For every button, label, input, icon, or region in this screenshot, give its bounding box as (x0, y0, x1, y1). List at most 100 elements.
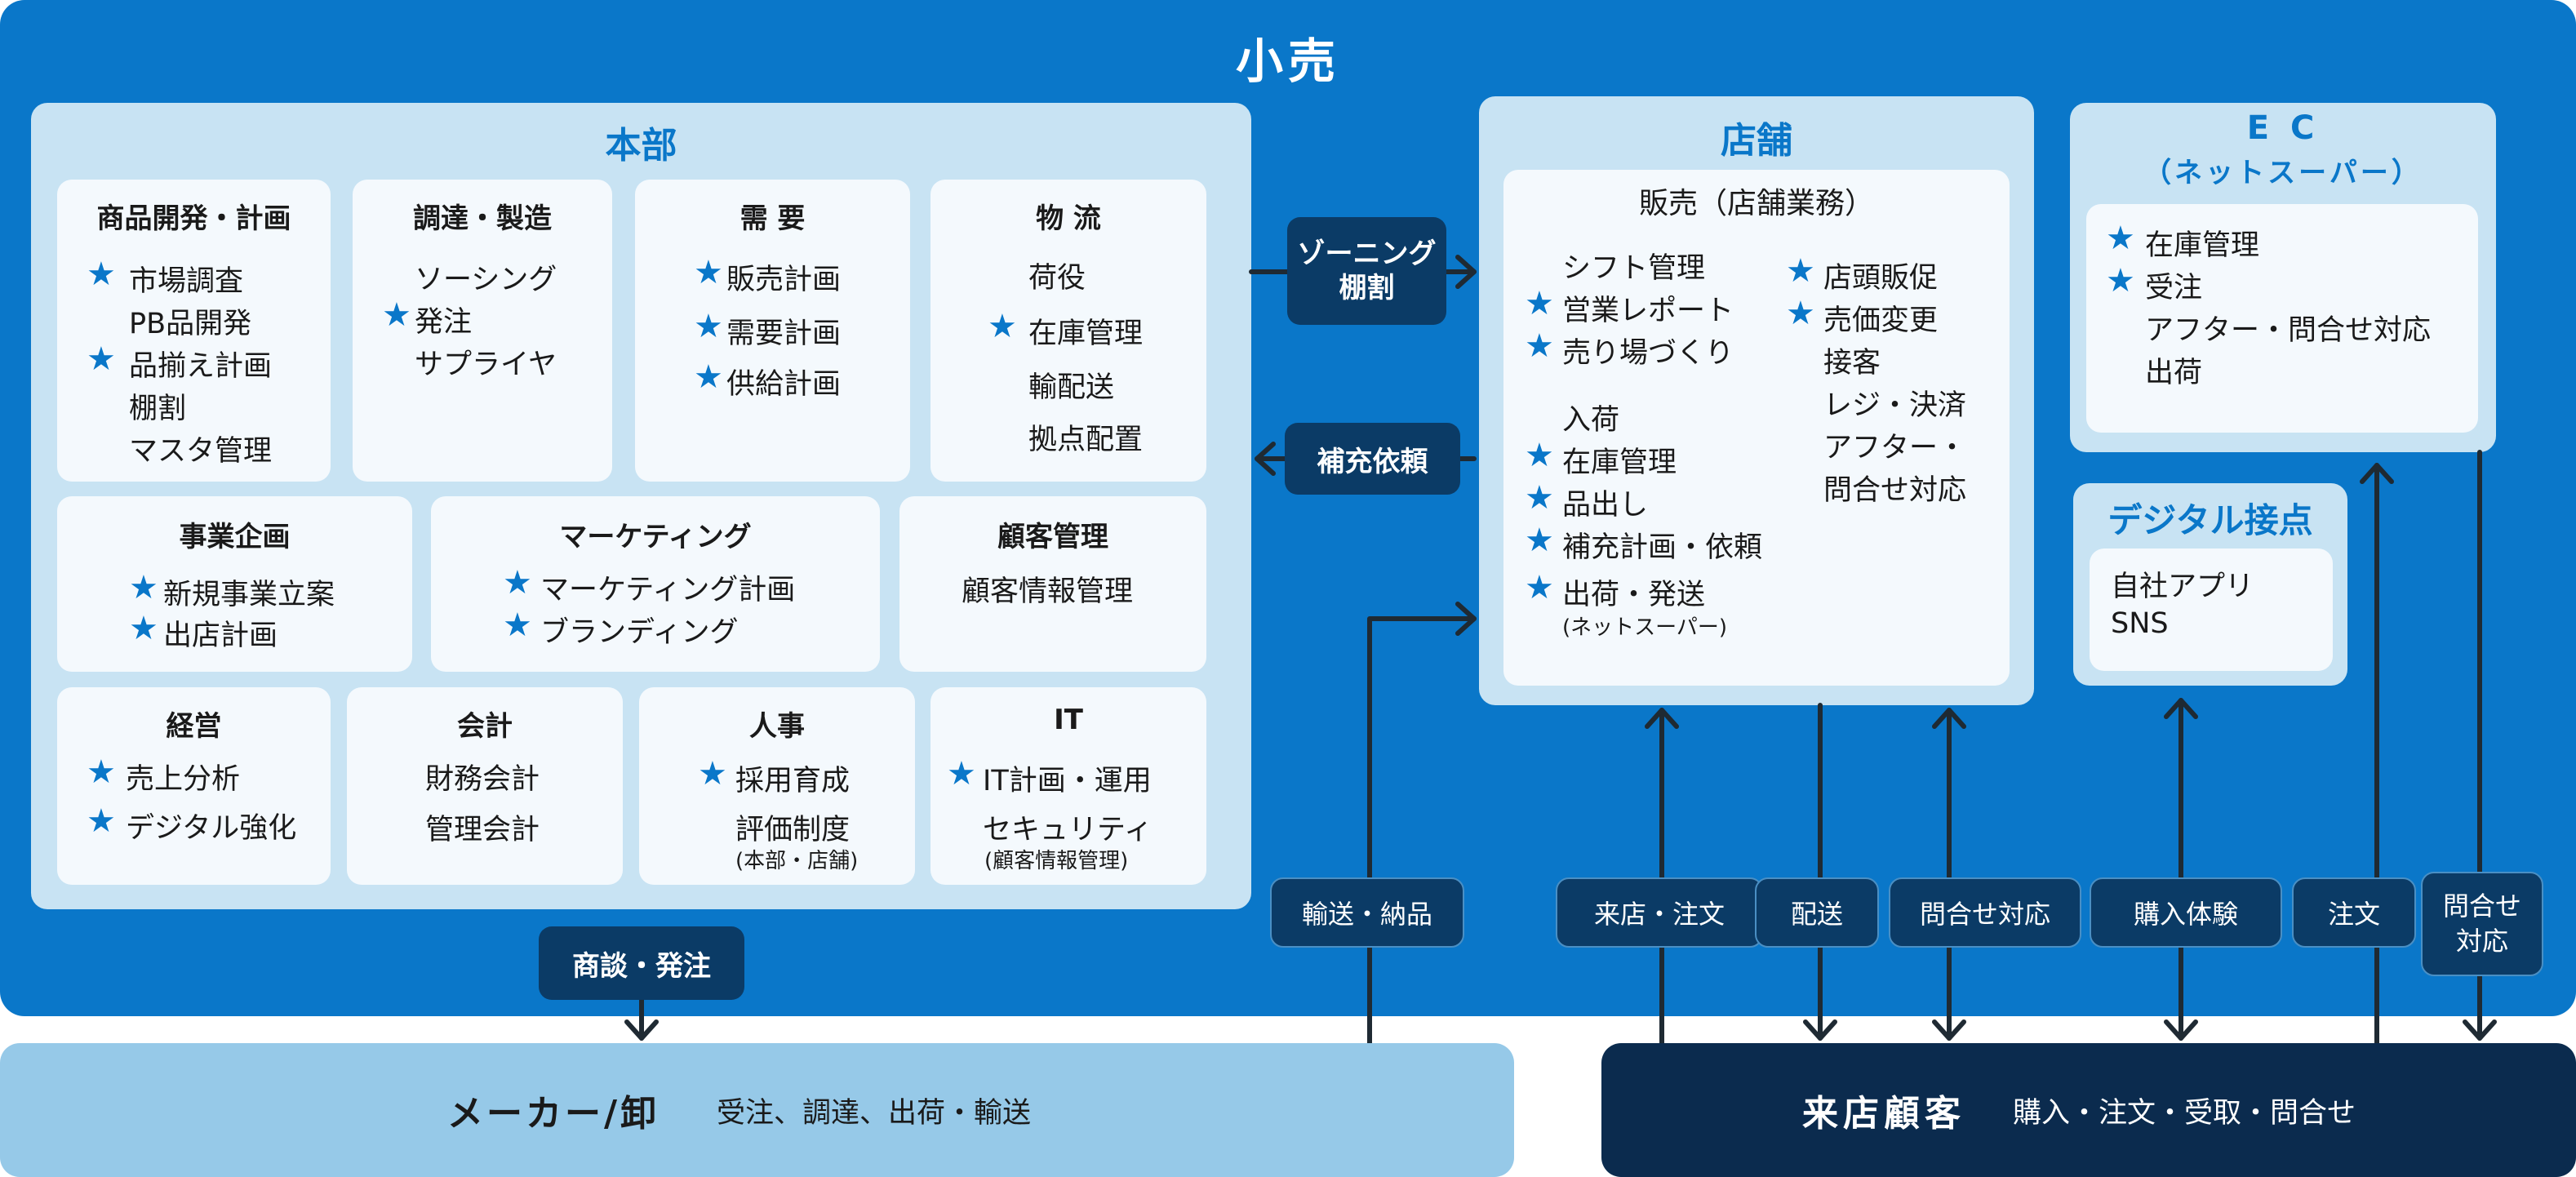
star-icon: ★ (694, 308, 723, 345)
visit-order-tag: 来店・注文 (1556, 877, 1763, 948)
headquarters-title: 本部 (605, 125, 677, 167)
star-icon: ★ (382, 296, 411, 334)
card-title: 事業企画 (179, 521, 291, 553)
star-icon: ★ (1786, 252, 1815, 290)
star-icon: ★ (698, 755, 727, 793)
tag-line: 棚割 (1339, 272, 1395, 304)
retail-title: 小売 (1235, 33, 1340, 89)
purchase-experience-tag: 購入体験 (2090, 877, 2282, 948)
card-title: 需 要 (739, 202, 806, 235)
list-item: マーケティング計画 (540, 574, 796, 606)
list-item: 販売計画 (726, 264, 842, 296)
ec-card: ★ 在庫管理 ★ 受注 アフター・問合せ対応 出荷 (2086, 204, 2478, 433)
card-title: 調達・製造 (413, 202, 552, 235)
transport-tag: 輸送・納品 (1270, 877, 1464, 948)
list-item: 入荷 (1562, 404, 1620, 437)
list-item: 出荷・発送 (1562, 579, 1706, 611)
card-accounting: 会計 財務会計 管理会計 (347, 687, 623, 885)
inquiry-tag: 問合せ 対応 (2421, 872, 2543, 976)
digital-title: デジタル接点 (2107, 500, 2313, 540)
card-title: マーケティング (559, 521, 752, 553)
store-subtitle: 販売（店舗業務） (1638, 187, 1874, 220)
list-item: シフト管理 (1562, 252, 1706, 285)
list-item: SNS (2111, 607, 2169, 640)
card-hr: 人事 ★ 採用育成 評価制度 (本部・店舗) (639, 687, 915, 885)
maker-desc: 受注、調達、出荷・輸送 (717, 1096, 1032, 1130)
card-marketing: マーケティング ★ マーケティング計画 ★ ブランディング (431, 496, 880, 672)
star-icon: ★ (87, 753, 116, 791)
ec-title: E C (2246, 109, 2320, 147)
store-sales-card: 販売（店舗業務） シフト管理 ★ 営業レポート ★ 売り場づくり 入荷 ★ 在庫… (1503, 170, 2010, 686)
list-item: ブランディング (540, 616, 739, 649)
tag-line: ゾーニング (1297, 237, 1437, 270)
star-icon: ★ (1525, 569, 1554, 606)
list-item: 売価変更 (1823, 304, 1939, 337)
list-item: 管理会計 (425, 814, 540, 846)
list-item: 需要計画 (726, 318, 842, 350)
list-item: 出店計画 (163, 620, 278, 652)
star-icon: ★ (947, 755, 976, 793)
list-item: 供給計画 (726, 368, 842, 401)
list-item: 在庫管理 (2145, 229, 2260, 262)
star-icon: ★ (694, 358, 723, 396)
store-title: 店舗 (1721, 120, 1792, 162)
customer-desc: 購入・注文・受取・問合せ (2013, 1096, 2356, 1130)
customer-bar: 来店顧客 購入・注文・受取・問合せ (1601, 1043, 2576, 1177)
list-item: アフター・ (1823, 432, 1967, 464)
list-item: 店頭販促 (1823, 262, 1939, 295)
maker-bar: メーカー/卸 受注、調達、出荷・輸送 (0, 1043, 1514, 1177)
inquiry-response-tag: 問合せ対応 (1889, 877, 2081, 948)
list-item: 問合せ対応 (1823, 474, 1967, 507)
card-title: 物 流 (1036, 202, 1101, 235)
list-item: サプライヤ (415, 349, 557, 381)
list-item: 品揃え計画 (129, 350, 273, 383)
list-item: 顧客情報管理 (962, 575, 1134, 608)
list-note: (顧客情報管理) (984, 849, 1129, 873)
list-item: ソーシング (415, 264, 557, 296)
star-icon: ★ (1525, 285, 1554, 322)
order-tag: 注文 (2292, 877, 2416, 948)
list-item: 自社アプリ (2111, 571, 2254, 603)
replenish-tag: 補充依頼 (1285, 423, 1460, 495)
card-title: 顧客管理 (997, 521, 1108, 553)
card-customer-management: 顧客管理 顧客情報管理 (899, 496, 1206, 672)
list-item: 採用育成 (735, 765, 851, 797)
list-item: 拠点配置 (1028, 424, 1144, 456)
star-icon: ★ (503, 564, 532, 602)
list-item: アフター・問合せ対応 (2145, 314, 2432, 347)
star-icon: ★ (503, 606, 532, 644)
list-item: PB品開発 (129, 308, 252, 340)
card-it: IT ★ IT計画・運用 セキュリティ (顧客情報管理) (930, 687, 1206, 885)
list-item: 財務会計 (425, 763, 540, 796)
list-item: 接客 (1823, 347, 1881, 380)
tag-line: 問合せ (2442, 890, 2521, 922)
list-item: 発注 (415, 306, 473, 339)
card-title: 会計 (457, 710, 513, 743)
list-item: マスタ管理 (129, 435, 273, 468)
star-icon: ★ (129, 610, 158, 647)
maker-title: メーカー/卸 (447, 1093, 660, 1135)
customer-title: 来店顧客 (1802, 1093, 1965, 1135)
card-title: IT (1054, 704, 1083, 736)
list-item: 売上分析 (126, 763, 241, 796)
card-management: 経営 ★ 売上分析 ★ デジタル強化 (57, 687, 331, 885)
star-icon: ★ (1525, 327, 1554, 365)
star-icon: ★ (87, 802, 116, 840)
delivery-tag: 配送 (1755, 877, 1879, 948)
list-item: 営業レポート (1562, 295, 1734, 327)
list-item: 補充計画・依頼 (1562, 531, 1763, 564)
list-note: (本部・店舗) (735, 849, 859, 873)
star-icon: ★ (1525, 479, 1554, 517)
star-icon: ★ (988, 308, 1017, 345)
card-procurement: 調達・製造 ソーシング ★ 発注 サプライヤ (353, 180, 612, 482)
list-item: セキュリティ (983, 814, 1153, 846)
star-icon: ★ (2106, 220, 2135, 257)
card-logistics: 物 流 荷役 ★ 在庫管理 輸配送 拠点配置 (930, 180, 1206, 482)
tag-line: 対応 (2455, 926, 2508, 957)
star-icon: ★ (1786, 295, 1815, 332)
list-item: IT計画・運用 (983, 765, 1152, 797)
list-item: 売り場づくり (1562, 337, 1734, 370)
star-icon: ★ (1525, 522, 1554, 559)
star-icon: ★ (694, 254, 723, 291)
